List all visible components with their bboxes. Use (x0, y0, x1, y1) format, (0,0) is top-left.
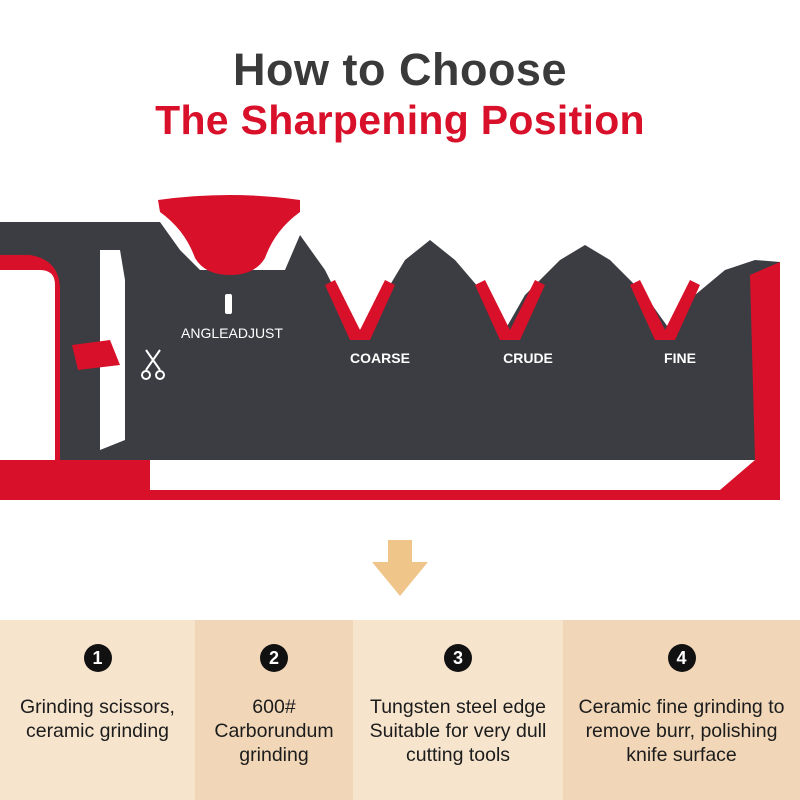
headline: How to Choose (233, 44, 567, 95)
step-number-badge: 4 (667, 644, 696, 672)
step-card-2: 2 600# Carborundum grinding (195, 620, 353, 800)
step-description: Ceramic fine grinding to remove burr, po… (578, 696, 785, 766)
step-number-badge: 3 (444, 644, 472, 672)
down-arrow-icon (372, 540, 428, 596)
subheadline: The Sharpening Position (155, 97, 645, 143)
step-card-1: 1 Grinding scissors, ceramic grinding (0, 620, 195, 800)
slot-label-fine: FINE (664, 350, 696, 366)
step-number-badge: 2 (260, 644, 288, 672)
steps-panel: 1 Grinding scissors, ceramic grinding 2 … (0, 620, 800, 800)
step-number-badge: 1 (83, 644, 112, 672)
step-card-3: 3 Tungsten steel edge Suitable for very … (353, 620, 563, 800)
knife-sharpener-image: ANGLEADJUST COARSE CRUDE FINE (0, 195, 780, 500)
step-description: Grinding scissors, ceramic grinding (20, 696, 175, 742)
slot-label-crude: CRUDE (503, 350, 553, 366)
step-description: 600# Carborundum grinding (214, 696, 334, 766)
slot-label-coarse: COARSE (350, 350, 410, 366)
scissors-icon (141, 349, 165, 380)
step-description: Tungsten steel edge Suitable for very du… (369, 696, 547, 766)
angle-adjust-label: ANGLEADJUST (181, 325, 283, 341)
step-card-4: 4 Ceramic fine grinding to remove burr, … (563, 620, 800, 800)
